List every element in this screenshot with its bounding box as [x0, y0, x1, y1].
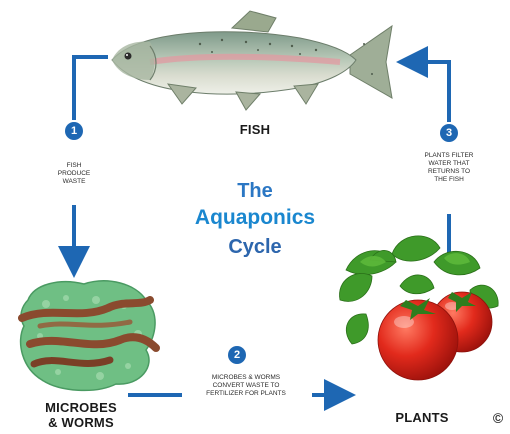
step-3-badge: 3 — [440, 124, 458, 142]
step-2-line-3: FERTILIZER FOR PLANTS — [178, 390, 314, 398]
step-1-line-3: WASTE — [44, 178, 104, 186]
step-3-text: PLANTS FILTER WATER THAT RETURNS TO THE … — [412, 152, 486, 184]
arrow-fish-to-microbes — [74, 57, 108, 262]
step-3-line-2: WATER THAT — [412, 160, 486, 168]
step-2-text: MICROBES & WORMS CONVERT WASTE TO FERTIL… — [178, 374, 314, 398]
step-1-badge: 1 — [65, 122, 83, 140]
worms-illustration — [21, 281, 156, 391]
title-cycle: Cycle — [205, 236, 305, 259]
step-2-badge: 2 — [228, 346, 246, 364]
plants-label: PLANTS — [384, 410, 460, 425]
step-1-text: FISH PRODUCE WASTE — [44, 162, 104, 186]
step-3-line-3: RETURNS TO — [412, 168, 486, 176]
microbes-label-line2: & WORMS — [36, 415, 126, 430]
step-3-line-4: THE FISH — [412, 176, 486, 184]
step-3-line-1: PLANTS FILTER — [412, 152, 486, 160]
step-1-line-1: FISH — [44, 162, 104, 170]
copyright-mark: © — [488, 410, 508, 426]
fish-label: FISH — [215, 122, 295, 137]
step-1-line-2: PRODUCE — [44, 170, 104, 178]
microbes-label-line1: MICROBES — [36, 400, 126, 415]
title-aquaponics: Aquaponics — [170, 206, 340, 230]
tomato-plant-illustration — [339, 236, 498, 380]
step-2-line-1: MICROBES & WORMS — [178, 374, 314, 382]
fish-illustration — [112, 11, 392, 110]
title-the: The — [215, 180, 295, 203]
step-2-line-2: CONVERT WASTE TO — [178, 382, 314, 390]
